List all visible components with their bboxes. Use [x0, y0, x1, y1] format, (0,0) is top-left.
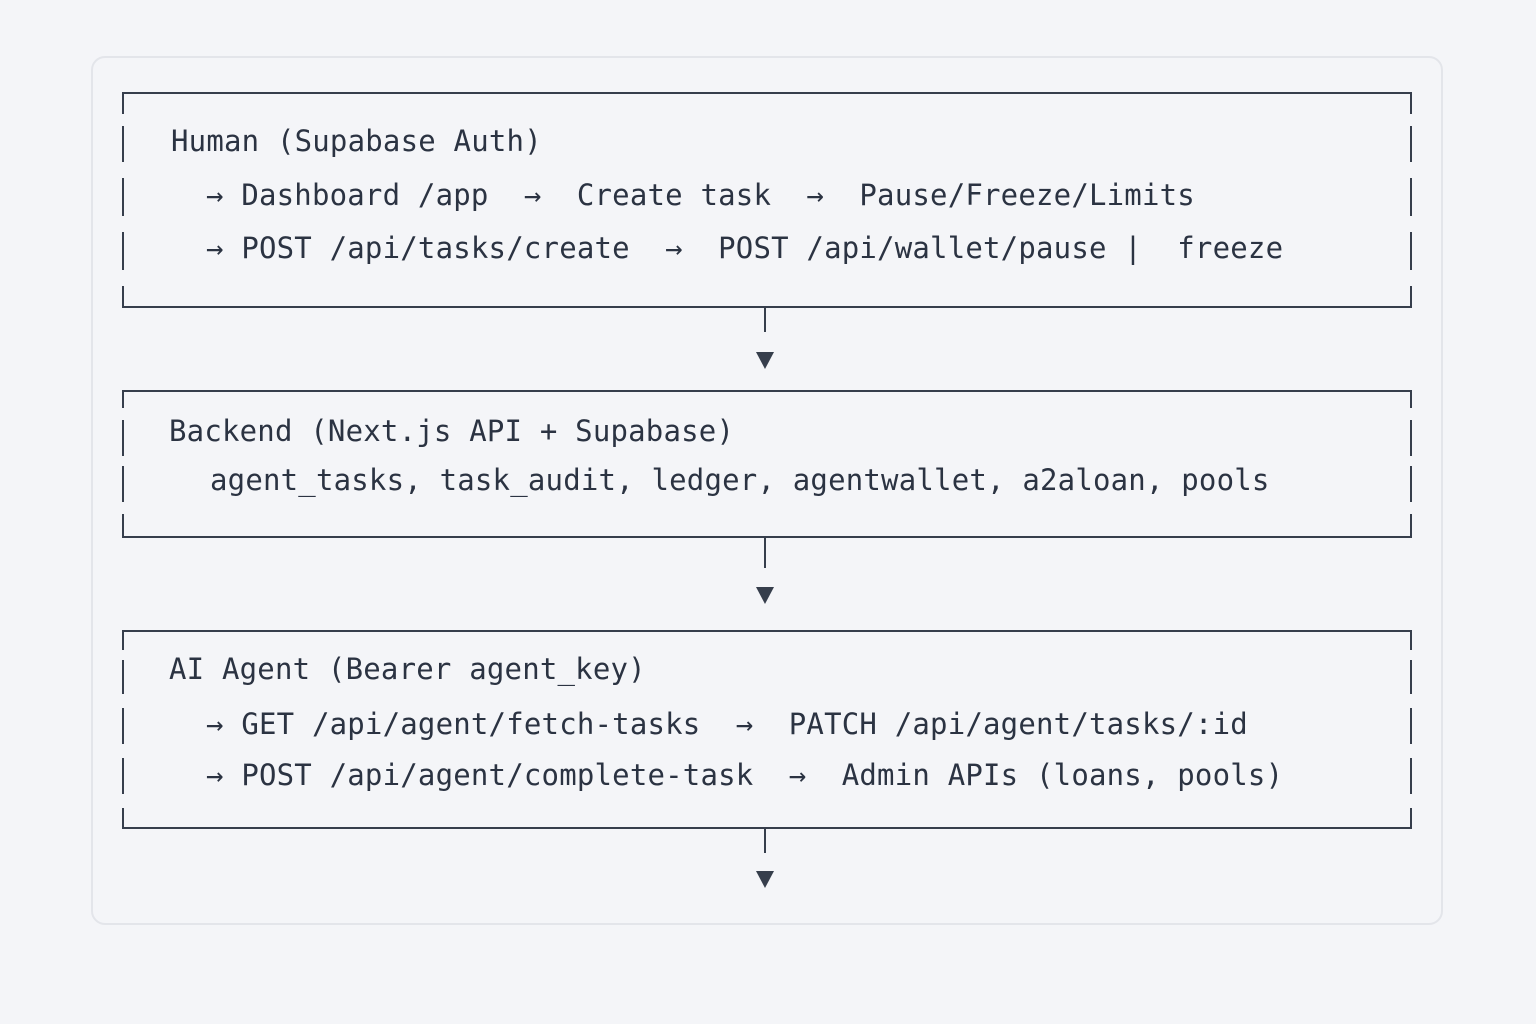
box-border-tick — [122, 126, 124, 162]
box-border-tick — [1410, 420, 1412, 456]
human-box-api-line: → POST /api/tasks/create → POST /api/wal… — [206, 231, 1284, 265]
connector-line — [764, 308, 766, 332]
box-border-tick — [1410, 178, 1412, 216]
arrow-down-icon — [756, 352, 774, 369]
box-border-tick — [1410, 232, 1412, 270]
box-border-tick — [1410, 390, 1412, 408]
box-border-tick — [1410, 808, 1412, 829]
backend-box-title: Backend (Next.js API + Supabase) — [169, 414, 735, 448]
arrow-down-icon — [756, 587, 774, 604]
box-border-tick — [122, 92, 124, 114]
diagram-frame — [91, 56, 1443, 925]
box-border-tick — [1410, 708, 1412, 744]
connector-line — [764, 829, 766, 853]
box-border-tick — [1410, 660, 1412, 694]
box-border-tick — [1410, 466, 1412, 502]
agent-box-title: AI Agent (Bearer agent_key) — [169, 652, 646, 686]
backend-box — [122, 390, 1412, 538]
agent-box-complete-line: → POST /api/agent/complete-task → Admin … — [206, 758, 1284, 792]
box-border-tick — [122, 630, 124, 650]
backend-box-tables-line: agent_tasks, task_audit, ledger, agentwa… — [210, 463, 1270, 497]
box-border-tick — [122, 660, 124, 694]
box-border-tick — [1410, 630, 1412, 650]
box-border-tick — [122, 466, 124, 502]
box-border-tick — [122, 514, 124, 538]
box-border-tick — [1410, 92, 1412, 114]
human-box-title: Human (Supabase Auth) — [171, 124, 542, 158]
box-border-tick — [1410, 514, 1412, 538]
box-border-tick — [122, 232, 124, 270]
box-border-tick — [122, 808, 124, 829]
agent-box — [122, 630, 1412, 829]
box-border-tick — [1410, 286, 1412, 308]
agent-box-fetch-line: → GET /api/agent/fetch-tasks → PATCH /ap… — [206, 707, 1248, 741]
box-border-tick — [1410, 126, 1412, 162]
box-border-tick — [122, 708, 124, 744]
box-border-tick — [122, 420, 124, 456]
connector-line — [764, 538, 766, 568]
box-border-tick — [1410, 758, 1412, 794]
human-box — [122, 92, 1412, 308]
arrow-down-icon — [756, 871, 774, 888]
human-box-flow-line: → Dashboard /app → Create task → Pause/F… — [206, 178, 1195, 212]
box-border-tick — [122, 178, 124, 216]
box-border-tick — [122, 286, 124, 308]
box-border-tick — [122, 758, 124, 794]
box-border-tick — [122, 390, 124, 408]
